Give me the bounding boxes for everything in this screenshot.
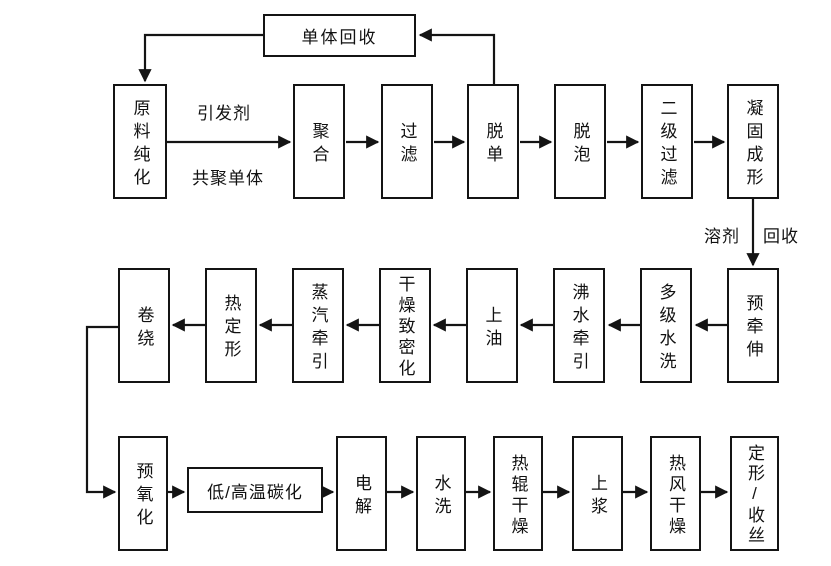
node-secondary-filtration: 二级过滤 (641, 84, 693, 199)
node-label: 原料纯化 (130, 98, 150, 191)
node-label: 聚合 (309, 121, 329, 168)
node-label: 预牵伸 (743, 294, 763, 363)
node-hot-air-drying: 热风干燥 (650, 436, 701, 551)
node-raw-material-purification: 原料纯化 (113, 84, 167, 199)
node-coagulation-forming: 凝固成形 (727, 84, 779, 199)
node-pre-drawing: 预牵伸 (727, 268, 779, 383)
node-defoaming: 脱泡 (554, 84, 606, 199)
node-label: 热辊干燥 (508, 453, 528, 538)
node-polymerization: 聚合 (293, 84, 345, 199)
edge-label-initiator: 引发剂 (197, 104, 251, 123)
node-label: 凝固成形 (743, 98, 763, 191)
node-label: 热风干燥 (666, 453, 685, 538)
node-label: 预氧化 (133, 462, 153, 531)
node-label: 二级过滤 (657, 98, 677, 191)
node-boiling-water-drawing: 沸水牵引 (553, 268, 605, 383)
node-steam-drawing: 蒸汽牵引 (292, 268, 344, 383)
node-label: 上浆 (588, 473, 607, 520)
node-filtration: 过滤 (381, 84, 433, 199)
node-water-washing: 水洗 (416, 436, 466, 551)
arrow-winding-to-pre-oxidation (85, 325, 118, 499)
node-label: 低/高温碳化 (207, 482, 303, 502)
node-label: 水洗 (431, 473, 451, 520)
node-oiling: 上油 (466, 268, 518, 383)
node-pre-oxidation: 预氧化 (118, 436, 168, 551)
node-label: 多级水洗 (656, 282, 676, 375)
node-demonomerization: 脱单 (467, 84, 519, 199)
edge-label-recovery: 回收 (763, 227, 799, 246)
node-monomer-recovery: 单体回收 (263, 14, 416, 57)
node-label: 脱单 (483, 121, 503, 168)
node-hot-roller-drying: 热辊干燥 (493, 436, 543, 551)
node-heat-setting: 热定形 (205, 268, 257, 383)
node-label: 上油 (482, 305, 502, 352)
node-label: 蒸汽牵引 (308, 282, 328, 375)
node-label: 卷绕 (134, 305, 154, 352)
node-sizing: 上浆 (572, 436, 623, 551)
node-label: 电解 (352, 473, 371, 520)
arrow-demonomerization-to-monomer-recovery (418, 28, 496, 84)
node-label: 过滤 (397, 121, 417, 168)
node-label: 单体回收 (301, 28, 378, 47)
node-multistage-water-washing: 多级水洗 (640, 268, 692, 383)
node-low-high-temp-carbonization: 低/高温碳化 (187, 467, 323, 513)
node-drying-densification: 干燥致密化 (379, 268, 431, 383)
node-setting-and-yarn-takeup: 定形/收丝 (730, 436, 779, 551)
node-label: 沸水牵引 (569, 282, 589, 375)
node-label: 定形/收丝 (745, 444, 764, 546)
edge-label-solvent: 溶剂 (704, 227, 740, 246)
node-label: 干燥致密化 (395, 275, 415, 380)
node-label: 热定形 (221, 294, 241, 363)
edge-label-comonomer: 共聚单体 (192, 169, 264, 188)
node-label: 脱泡 (570, 121, 590, 168)
arrow-monomer-recovery-to-purification (138, 33, 263, 83)
node-winding: 卷绕 (118, 268, 170, 383)
node-electrolysis: 电解 (336, 436, 387, 551)
